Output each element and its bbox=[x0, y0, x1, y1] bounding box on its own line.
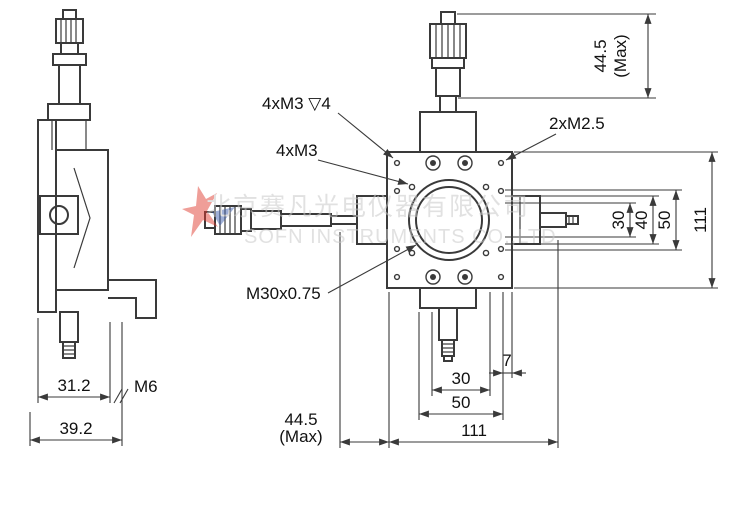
annotation-center-thread: M30x0.75 bbox=[246, 244, 417, 303]
watermark-chinese-text: 北京赛凡光电仪器有限公司 bbox=[206, 192, 530, 221]
dim-bottom-30: 30 bbox=[431, 292, 491, 396]
annotation-corner-tapped: 4xM3 ▽4 bbox=[262, 94, 394, 159]
dim-bottom-50: 50 bbox=[418, 292, 504, 420]
dim-label-side-111: 111 bbox=[691, 207, 710, 233]
dim-label-side-50: 50 bbox=[655, 211, 674, 230]
dim-right-50: 50 bbox=[505, 189, 682, 251]
thread-callout-m6: M6 bbox=[134, 377, 158, 396]
dim-left-travel: 44.5 (Max) bbox=[279, 232, 389, 448]
dim-label-side-40: 40 bbox=[632, 211, 651, 230]
dim-label-bottom-111: 111 bbox=[461, 421, 487, 440]
sofn-logo bbox=[182, 186, 235, 237]
side-view bbox=[37, 9, 157, 359]
label-4xm3-depth: 4xM3 ▽4 bbox=[262, 94, 331, 113]
annotation-side-tapped: 2xM2.5 bbox=[505, 114, 605, 161]
dim-label-side-30: 30 bbox=[609, 211, 628, 230]
dim-label-bottom-7: 7 bbox=[502, 351, 511, 370]
dim-label-bottom-30: 30 bbox=[452, 369, 471, 388]
dim-label-31-2: 31.2 bbox=[57, 376, 90, 395]
dim-right-30: 30 bbox=[505, 202, 636, 238]
dim-label-39-2: 39.2 bbox=[59, 419, 92, 438]
dim-label-top-max: (Max) bbox=[611, 34, 630, 77]
dim-bottom-111: 111 bbox=[388, 240, 559, 448]
dim-label-left-max: (Max) bbox=[279, 427, 322, 446]
dim-label-left-44-5: 44.5 bbox=[284, 410, 317, 429]
dim-label-top-44-5: 44.5 bbox=[591, 39, 610, 72]
dim-right-111: 111 bbox=[514, 151, 718, 289]
label-2xm2-5: 2xM2.5 bbox=[549, 114, 605, 133]
label-m30x0-75: M30x0.75 bbox=[246, 284, 321, 303]
annotation-face-tapped: 4xM3 bbox=[276, 141, 409, 185]
label-4xm3: 4xM3 bbox=[276, 141, 318, 160]
dim-label-bottom-50: 50 bbox=[452, 393, 471, 412]
dim-bottom-7: 7 bbox=[489, 292, 526, 378]
watermark-english-text: SOFN INSTRUMENTS CO.,LTD bbox=[244, 226, 557, 248]
dim-left-overall: 39.2 bbox=[29, 322, 123, 446]
watermark: 北京赛凡光电仪器有限公司 SOFN INSTRUMENTS CO.,LTD bbox=[182, 186, 557, 248]
front-view bbox=[204, 11, 579, 362]
dim-top-travel: 44.5 (Max) bbox=[457, 13, 656, 99]
dim-left-width: 31.2 M6 bbox=[37, 318, 158, 404]
dim-right-40: 40 bbox=[505, 195, 659, 245]
